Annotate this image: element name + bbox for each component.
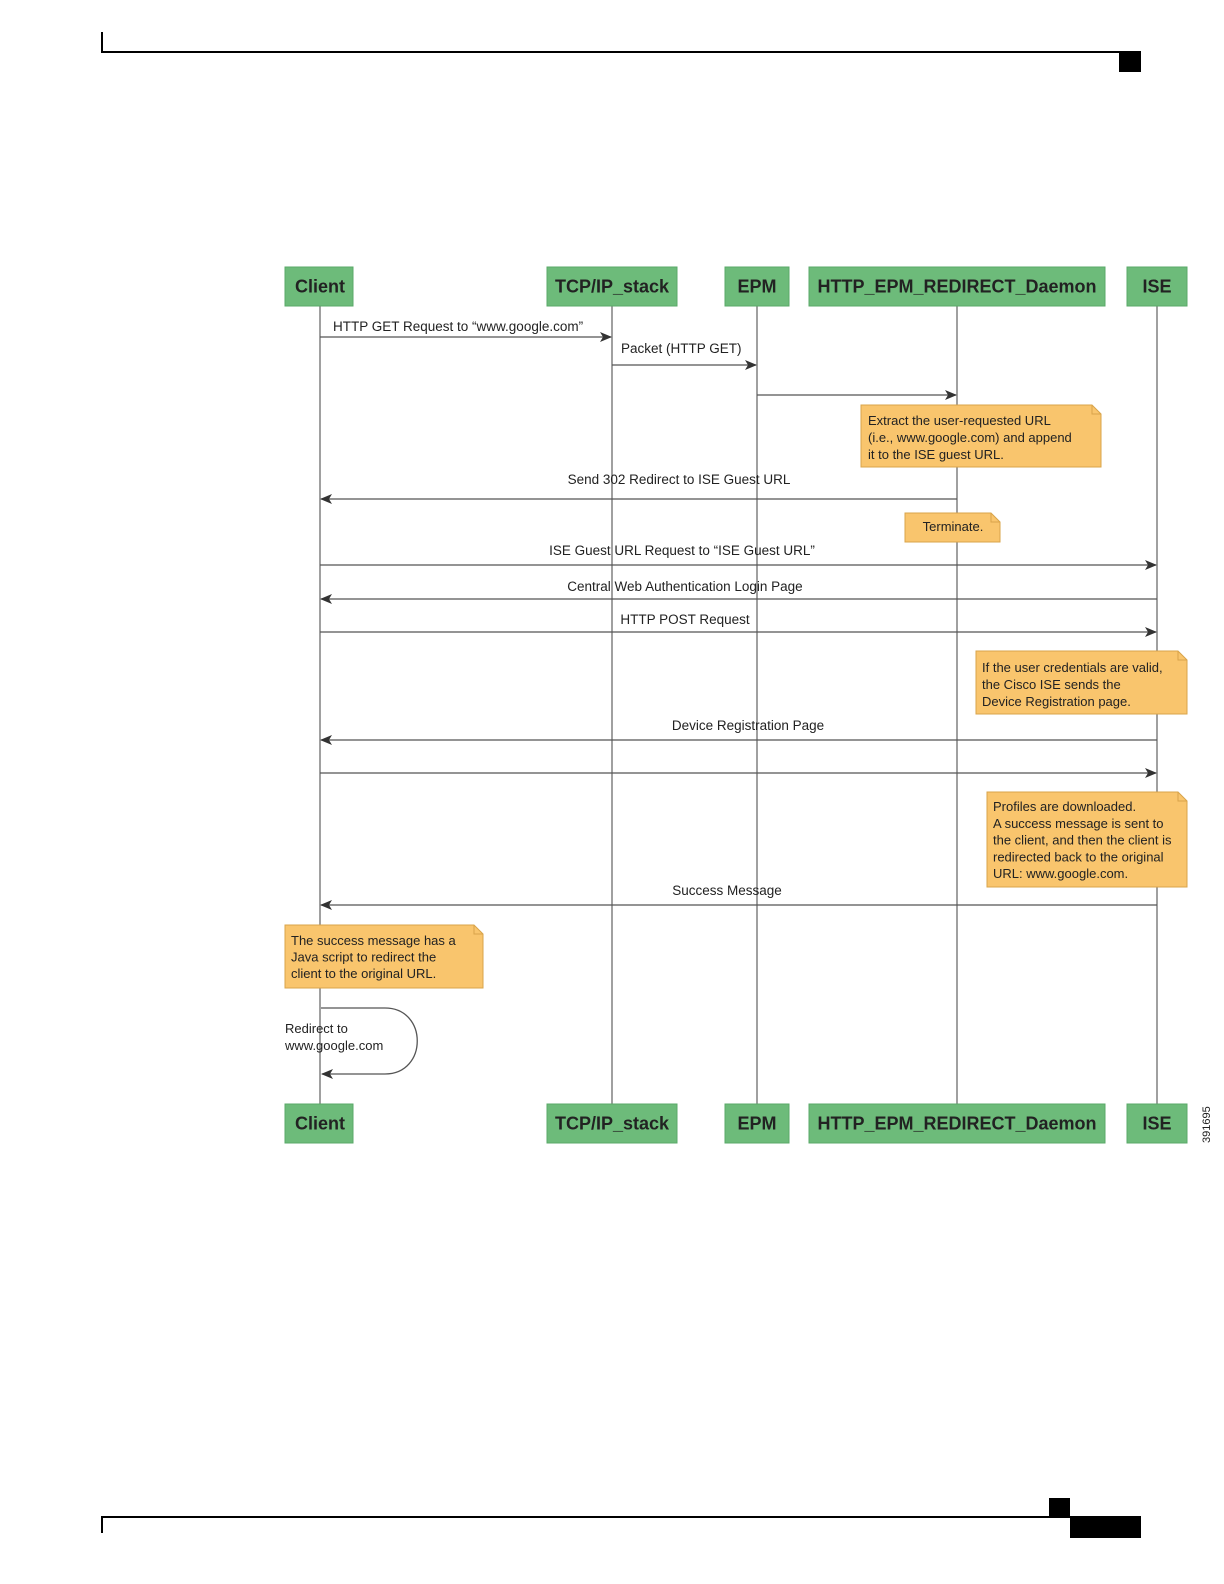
actor-label-epm-bottom: EPM <box>737 1114 776 1134</box>
note-4-line-0: The success message has a <box>291 933 457 948</box>
header-rule-tick <box>101 32 103 52</box>
note-3-line-2: the client, and then the client is <box>993 833 1172 848</box>
note-2: If the user credentials are valid, the Ci… <box>975 650 1188 715</box>
header-rule <box>101 51 1141 53</box>
message-label-9: Success Message <box>672 883 782 898</box>
message-label-4: ISE Guest URL Request to “ISE Guest URL” <box>549 543 815 558</box>
note-box-2 <box>975 650 1188 715</box>
note-3-line-4: URL: www.google.com. <box>993 866 1128 881</box>
header-corner-mark <box>1119 52 1141 72</box>
note-3-line-3: redirected back to the original <box>993 849 1164 864</box>
actor-label-client-bottom: Client <box>295 1114 345 1134</box>
note-box-4 <box>284 924 484 989</box>
self-message-line-1: www.google.com <box>284 1038 383 1053</box>
actor-label-tcpip-bottom: TCP/IP_stack <box>555 1114 670 1134</box>
note-4-line-2: client to the original URL. <box>291 966 436 981</box>
note-0-line-1: (i.e., www.google.com) and append <box>868 430 1072 445</box>
note-3-line-0: Profiles are downloaded. <box>993 799 1136 814</box>
note-box-0 <box>860 404 1102 468</box>
actor-box-client-top <box>284 266 354 307</box>
message-label-1: Packet (HTTP GET) <box>621 341 742 356</box>
note-4-line-1: Java script to redirect the <box>291 950 436 965</box>
actor-label-daemon-bottom: HTTP_EPM_REDIRECT_Daemon <box>817 1114 1096 1134</box>
note-1-line-0: Terminate. <box>923 519 984 534</box>
actor-label-tcpip-top: TCP/IP_stack <box>555 277 670 297</box>
note-2-line-2: Device Registration page. <box>982 694 1131 709</box>
footer-rule <box>101 1516 1141 1518</box>
note-0: Extract the user-requested URL (i.e., www… <box>860 404 1102 468</box>
actor-label-ise-top: ISE <box>1142 277 1171 297</box>
message-label-7: Device Registration Page <box>672 718 824 733</box>
note-3: Profiles are downloaded. A success messag… <box>986 791 1188 888</box>
message-label-0: HTTP GET Request to “www.google.com” <box>333 319 583 334</box>
note-4: The success message has a Java script to … <box>284 924 484 989</box>
actor-label-ise-bottom: ISE <box>1142 1114 1171 1134</box>
note-fold-0 <box>1091 405 1101 415</box>
note-0-line-2: it to the ISE guest URL. <box>868 447 1004 462</box>
actor-box-ise-bottom <box>1126 1103 1188 1144</box>
footer-corner-mark-tab <box>1070 1517 1141 1538</box>
actor-label-daemon-top: HTTP_EPM_REDIRECT_Daemon <box>817 277 1096 297</box>
message-label-6: HTTP POST Request <box>620 612 750 627</box>
actor-box-tcpip-top <box>546 266 678 307</box>
note-box-3 <box>986 791 1188 888</box>
actor-box-epm-bottom <box>724 1103 790 1144</box>
self-message-line-0: Redirect to <box>285 1021 348 1036</box>
footer-corner-mark-small <box>1049 1498 1070 1517</box>
note-fold-2 <box>1177 651 1187 661</box>
actor-label-client-top: Client <box>295 277 345 297</box>
note-fold-3 <box>1177 792 1187 802</box>
footer-rule-tick <box>101 1517 103 1533</box>
actor-label-epm-top: EPM <box>737 277 776 297</box>
actor-box-daemon-bottom <box>808 1103 1106 1144</box>
note-fold-4 <box>473 925 483 935</box>
actor-box-daemon-top <box>808 266 1106 307</box>
figure-id: 391695 <box>1201 1106 1213 1143</box>
actor-box-epm-top <box>724 266 790 307</box>
note-1: Terminate. <box>904 512 1001 543</box>
note-2-line-1: the Cisco ISE sends the <box>982 677 1121 692</box>
note-3-line-1: A success message is sent to <box>993 816 1164 831</box>
message-label-3: Send 302 Redirect to ISE Guest URL <box>568 472 791 487</box>
note-box-1 <box>904 512 1001 543</box>
note-2-line-0: If the user credentials are valid, <box>982 660 1163 675</box>
actor-box-client-bottom <box>284 1103 354 1144</box>
message-label-5: Central Web Authentication Login Page <box>567 579 802 594</box>
note-0-line-0: Extract the user-requested URL <box>868 413 1051 428</box>
note-fold-1 <box>990 513 1000 523</box>
actor-box-tcpip-bottom <box>546 1103 678 1144</box>
self-message-arrow <box>321 1007 418 1079</box>
actor-box-ise-top <box>1126 266 1188 307</box>
